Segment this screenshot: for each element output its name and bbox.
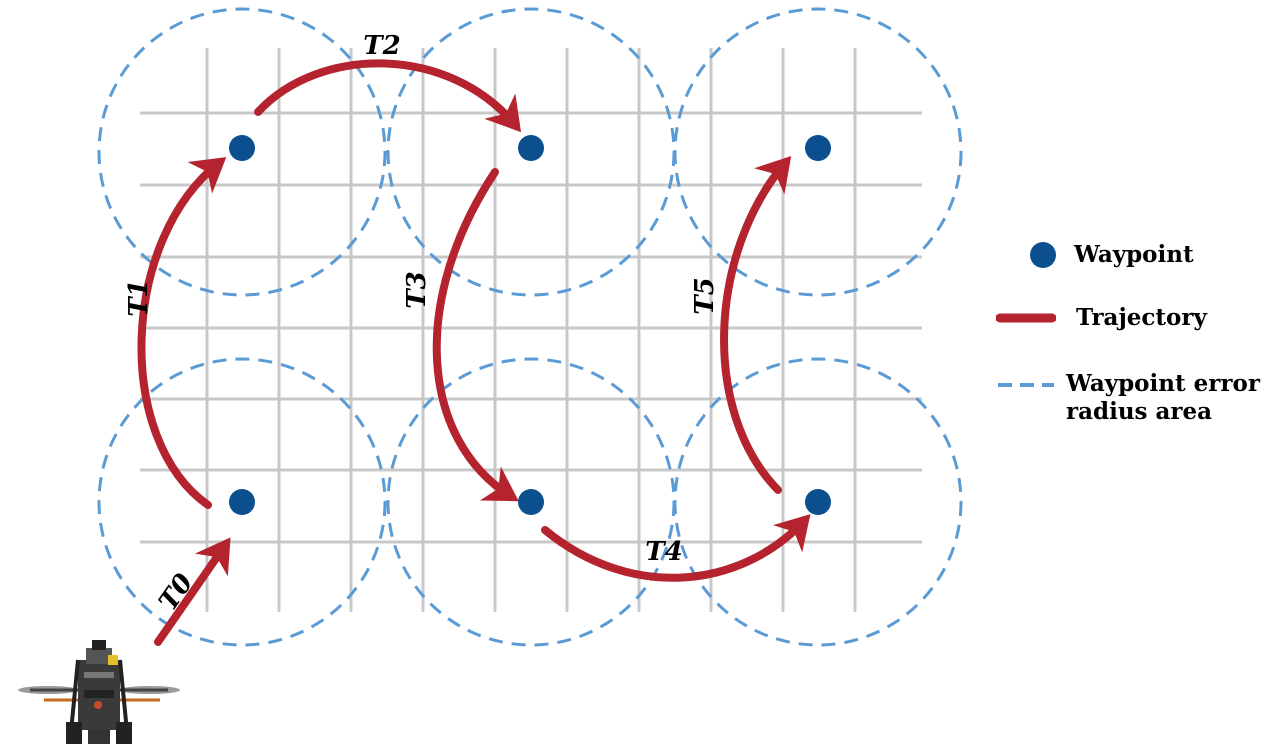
- legend-label-error-line1: Waypoint error: [1066, 370, 1260, 397]
- waypoint-dot-icon: [1030, 242, 1056, 268]
- waypoint-marker: [518, 489, 544, 515]
- label-t0: T0: [153, 568, 199, 616]
- legend-item-trajectory: Trajectory: [990, 280, 1265, 346]
- waypoints: [229, 135, 831, 515]
- trajectory-t2: [254, 59, 522, 133]
- error-radius-circle: [97, 7, 387, 297]
- legend-item-error-radius: Waypoint error radius area: [990, 346, 1265, 426]
- legend-label-error-line2: radius area: [1066, 398, 1213, 425]
- waypoint-marker: [805, 135, 831, 161]
- waypoint-marker: [518, 135, 544, 161]
- error-radius-areas: [97, 7, 963, 647]
- trajectory-t0: [154, 537, 231, 646]
- label-t5: T5: [690, 277, 720, 314]
- trajectory-t5: [720, 155, 792, 494]
- label-t1: T1: [124, 279, 154, 316]
- error-radius-circle: [673, 7, 963, 297]
- legend-item-waypoint: Waypoint: [990, 230, 1265, 280]
- legend-label-trajectory: Trajectory: [1076, 304, 1207, 331]
- trajectories: [137, 59, 811, 646]
- waypoint-marker: [229, 489, 255, 515]
- trajectory-line-icon: [996, 313, 1056, 323]
- label-t4: T4: [645, 537, 682, 567]
- waypoint-marker: [229, 135, 255, 161]
- error-radius-circle: [97, 357, 387, 647]
- label-t2: T2: [363, 31, 400, 61]
- trajectory-t3: [432, 168, 519, 502]
- error-radius-circle: [673, 357, 963, 647]
- legend: Waypoint Trajectory Waypoint error radiu…: [990, 230, 1265, 426]
- trajectory-t1: [137, 157, 227, 509]
- legend-label-waypoint: Waypoint: [1074, 241, 1194, 268]
- trajectory-t4: [541, 514, 811, 582]
- grid: [140, 48, 922, 612]
- dashed-line-icon: [998, 383, 1054, 387]
- quadcopter-drone-icon: [18, 640, 180, 744]
- label-t3: T3: [402, 271, 432, 308]
- waypoint-marker: [805, 489, 831, 515]
